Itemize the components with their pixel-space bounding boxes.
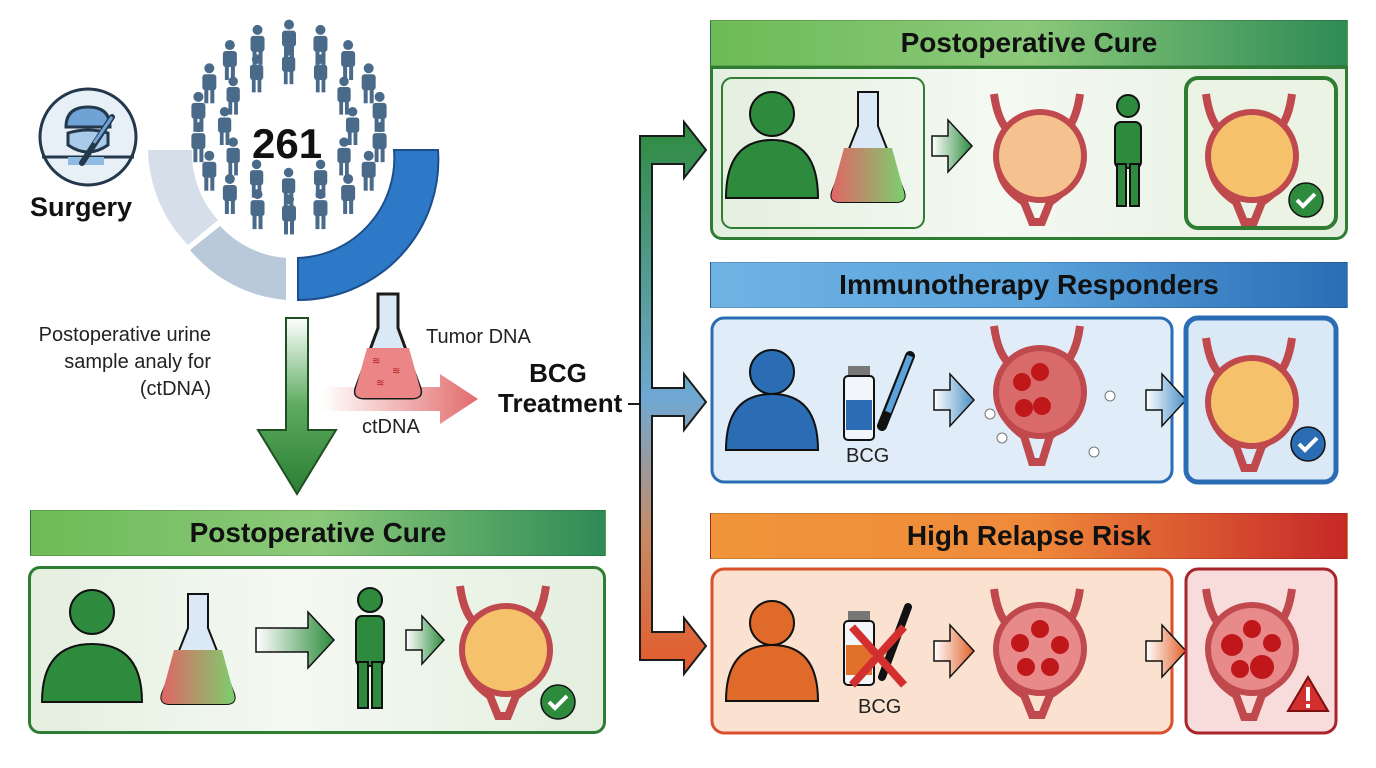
bcg-vial-icon [843,366,875,441]
branch-connector [628,119,708,677]
person-icon [361,150,376,191]
urine-analysis-line1: Postoperative urine [38,324,211,346]
person-icon [345,107,360,145]
urine-analysis-line3: (ctDNA) [139,378,211,400]
person-icon [313,189,328,230]
person-icon [361,63,376,104]
no-treatment-x-icon [849,624,907,688]
arrow-icon [405,614,446,666]
standing-person-icon [1114,94,1142,207]
patient-icon [40,589,144,703]
person-icon [281,46,296,85]
cohort-ring [148,149,440,302]
bcg-treatment-line2: Treatment [498,388,623,418]
relapse-bcg-label: BCG [858,696,901,718]
urine-analysis-line2: sample analy for [64,351,211,373]
person-icon [337,76,351,115]
healthy-bladder-icon [456,585,553,720]
tumor-dna-flask-icon: ≋ ≋ ≋ [353,292,423,400]
syringe-icon [877,351,915,431]
standing-person-icon [355,587,385,709]
arrow-icon [933,623,976,679]
person-icon [222,40,237,81]
person-icon [226,76,240,115]
check-icon [1288,182,1324,218]
ctdna-label: ctDNA [362,416,420,438]
sample-subpanel [721,77,925,229]
outcome-responders-title-text: Immunotherapy Responders [839,269,1219,300]
responders-bcg-label: BCG [846,445,889,467]
outcome-relapse-graphics: BCG [710,567,1338,735]
bcg-acting-bladder-icon [984,325,1116,466]
outcome-responders-graphics: BCG [710,315,1339,485]
arrow-icon [1145,623,1188,679]
ring-segment-blue [297,149,440,302]
person-icon [202,150,217,191]
svg-text:≋: ≋ [372,356,380,367]
check-icon [540,684,576,720]
bladder-icon [990,93,1087,226]
left-outcome-title-text: Postoperative Cure [189,517,447,548]
left-outcome-title: Postoperative Cure [30,510,606,556]
person-icon [337,137,351,176]
sample-flask-icon [830,91,906,203]
person-icon [249,54,264,93]
relapse-bladder-icon [1202,588,1299,721]
people-crowd-icon [191,19,387,235]
ring-segment-mid [190,226,286,300]
person-icon [372,122,387,163]
outcome-responders-title: Immunotherapy Responders [710,262,1348,308]
bcg-treatment-line1: BCG [529,358,587,388]
person-icon [249,159,264,198]
tumor-dna-label: Tumor DNA [426,326,531,348]
person-icon [281,167,296,206]
person-icon [226,137,240,176]
left-outcome-graphics [40,585,576,720]
down-arrow [256,317,338,496]
healthy-bladder-icon [1202,93,1299,226]
patient-icon [724,349,820,451]
arrow-icon [255,610,336,670]
check-icon [1290,426,1326,462]
person-icon [217,107,232,145]
outcome-relapse-title-text: High Relapse Risk [906,520,1152,551]
arrow-icon [1145,372,1188,428]
outcome-relapse-title: High Relapse Risk [710,513,1348,559]
person-icon [191,91,206,132]
surgeon-scalpel-icon [38,87,138,187]
arrow-icon [931,118,974,174]
surgery-label: Surgery [30,192,133,222]
outcome-cure-title: Postoperative Cure [710,20,1348,66]
ring-segment-light [148,150,218,245]
svg-text:≋: ≋ [392,366,400,377]
healthy-bladder-icon [1202,337,1299,472]
sample-flask-icon [160,593,236,705]
person-icon [341,40,356,81]
arrow-icon [933,372,976,428]
person-icon [222,173,237,214]
outcome-cure-title-text: Postoperative Cure [900,27,1158,58]
person-icon [341,173,356,214]
outcome-cure-graphics [721,76,1338,230]
person-icon [202,63,217,104]
svg-text:≋: ≋ [376,378,384,389]
person-icon [313,159,328,198]
patient-icon [724,91,820,199]
tumor-bladder-icon [990,588,1087,719]
cohort-count: 261 [252,120,323,167]
warning-icon [1286,675,1330,712]
person-icon [313,54,328,93]
patient-icon [724,600,820,702]
